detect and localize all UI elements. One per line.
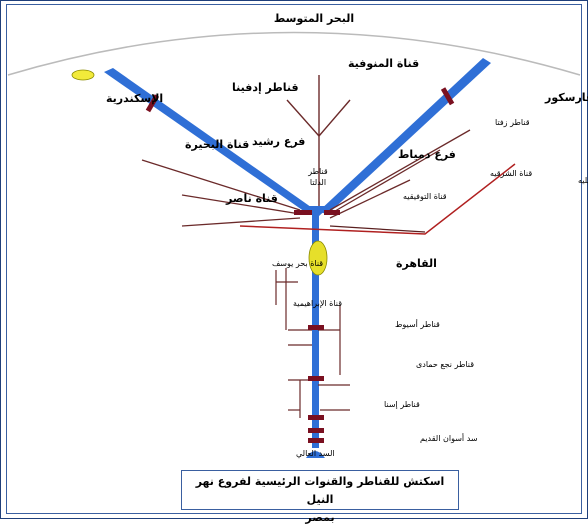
rashid-branch-line — [104, 68, 318, 214]
caption-line-2: بمصر — [305, 511, 335, 524]
label-tawfiqia-canal: قناة التوفيقيه — [403, 192, 447, 201]
caption-box: اسكتش للقناطر والقنوات الرئيسية لفروع نه… — [181, 470, 459, 524]
label-zifta-barrage: قناطر زفتا — [495, 118, 530, 127]
label-cairo: القاهرة — [396, 257, 437, 270]
damietta-delta-barrage-mark — [324, 210, 340, 215]
naghammadi-barrage-mark — [308, 376, 324, 381]
delta-junction — [308, 206, 330, 216]
label-delta-barrage-2: الدلتا — [310, 178, 326, 187]
label-beheira-canal: قناة البحيرة — [185, 138, 249, 151]
label-rashid-branch: فرع رشيد — [252, 135, 305, 148]
label-high-dam: السد العالي — [296, 449, 335, 458]
label-nasser-canal: قناة ناصر — [225, 192, 278, 205]
esna-barrage-mark — [308, 415, 324, 420]
barrages — [145, 87, 455, 443]
rashid-delta-barrage-mark — [294, 210, 312, 215]
label-ismailia-canal: قناة الإسماعيليه — [578, 176, 588, 186]
cairo-marker — [308, 240, 328, 276]
label-alexandria: الإسكندرية — [106, 92, 163, 105]
label-menoufia-canal: قناة المنوفية — [348, 57, 419, 70]
label-naghammadi-barrage: قناطر نجع حمادى — [416, 360, 474, 369]
oldaswan-barrage-mark — [308, 428, 324, 433]
label-old-aswan: سد أسوان القديم — [420, 433, 478, 443]
upper-canals — [275, 268, 350, 418]
alexandria-marker — [71, 69, 95, 81]
label-bahr-youssef: قناة بحر يوسف — [272, 259, 323, 268]
highdam-barrage-mark — [308, 438, 324, 443]
label-delta-barrage-1: قناطر — [307, 167, 328, 176]
label-idfina-barrage: قناطر إدفينا — [232, 81, 299, 94]
label-assiut-barrage: قناطر أسيوط — [395, 319, 440, 329]
ismailia-canal-line — [239, 163, 516, 235]
sea-coastline — [7, 31, 581, 76]
label-damietta-branch: فرع دمياط — [398, 148, 456, 161]
menoufia-canal-line — [286, 75, 351, 206]
damietta-branch-line — [318, 58, 491, 214]
label-sea: البحر المتوسط — [274, 12, 354, 25]
label-faraskour: ضفة فارسكور — [544, 91, 588, 104]
assiut-barrage-mark — [308, 325, 324, 330]
label-ibrahimia: قناة الإبراهيمية — [293, 299, 342, 309]
zifta-barrage-mark — [440, 87, 455, 106]
label-sharqia-canal: قناة الشرقيه — [490, 169, 532, 178]
caption-line-1: اسكتش للقناطر والقنوات الرئيسية لفروع نه… — [195, 475, 445, 506]
east-canals — [329, 129, 471, 219]
high-dam-marker — [306, 451, 325, 458]
west-canals — [141, 159, 301, 227]
inner-frame — [6, 4, 582, 514]
label-esna-barrage: قناطر إسنا — [384, 400, 420, 410]
idfina-barrage-mark — [145, 94, 160, 113]
